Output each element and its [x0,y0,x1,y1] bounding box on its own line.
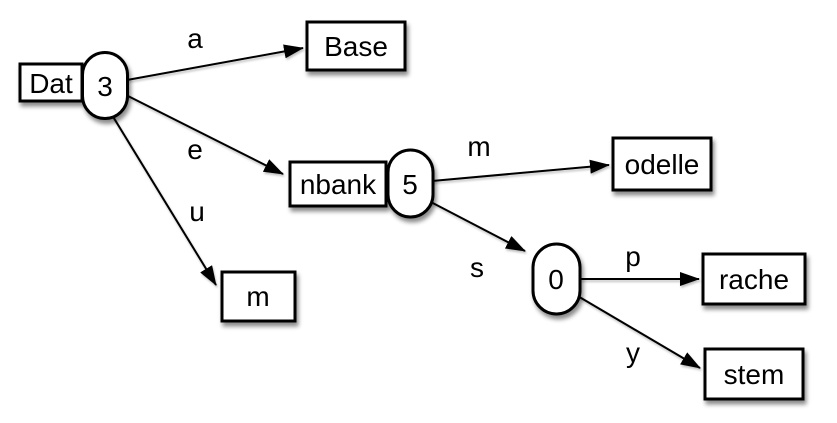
edge-label-a: a [187,23,203,54]
node-m-box [220,270,297,323]
node-rache-box [701,252,807,306]
node-nbank-count: 5 [402,169,418,200]
node-nbank-box [288,160,388,208]
node-dat [18,51,129,120]
node-nbank [288,148,435,219]
edge-zero-stem-line [575,294,701,369]
edge-nbank-zero-line [426,199,526,252]
node-base-label: Base [324,31,388,62]
edge-label-e: e [187,134,203,165]
edge-label-p: p [625,241,641,272]
node-dat-box [18,62,84,103]
edge-dat-m-line [111,114,217,286]
node-nbank-label: nbank [300,169,377,200]
node-nbank-count-capsule [386,148,435,219]
edge-nbank-odelle-line [431,159,610,182]
edge-label-s: s [470,252,484,283]
node-dat-label: Dat [29,68,73,99]
node-odelle-box [611,136,713,192]
node-dat-count: 3 [97,71,113,102]
node-stem-box [703,347,805,401]
node-m [220,270,297,323]
node-rache-label: rache [719,264,789,295]
edge-label-m: m [467,131,490,162]
node-base-box [305,20,407,72]
node-odelle [611,136,713,192]
node-zero-count-capsule [531,242,582,316]
node-stem-label: stem [724,359,785,390]
node-rache [701,252,807,306]
node-stem [703,347,805,401]
node-zero-count: 0 [548,264,564,295]
edge-dat-nbank-line [125,94,284,175]
edge-label-u: u [189,196,205,227]
node-odelle-label: odelle [625,149,700,180]
node-zero [531,242,582,316]
edge-dat-base-line [126,44,304,81]
node-m-label: m [246,281,269,312]
edge-label-y: y [626,337,640,368]
node-base [305,20,407,72]
